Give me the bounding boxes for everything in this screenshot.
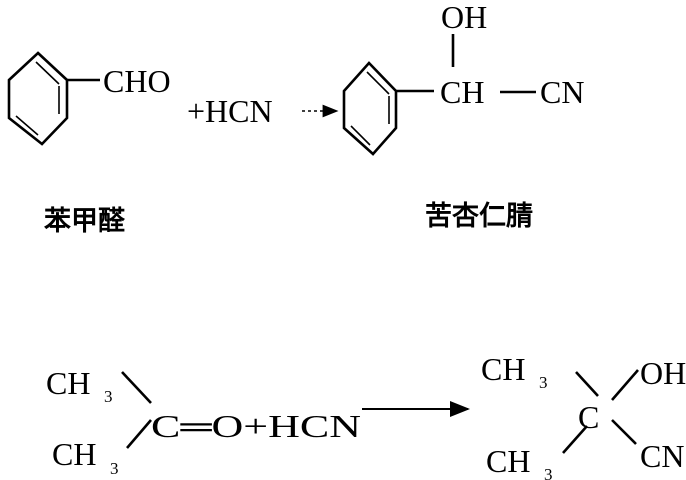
hcn-reagent-label: +HCN: [187, 93, 273, 129]
oh-group-label: OH: [441, 0, 487, 35]
ring-double-bond: [366, 71, 390, 95]
subscript-3: 3: [544, 465, 553, 480]
cn-group-label: CN: [540, 74, 584, 110]
bond: [611, 419, 637, 445]
central-carbon-label: C: [578, 399, 599, 435]
product-name: 苦杏仁腈: [425, 201, 533, 232]
bond: [562, 425, 588, 454]
bond: [611, 369, 639, 401]
aldehyde-group-label: CHO: [103, 63, 171, 99]
reactant-name: 苯甲醛: [43, 206, 126, 237]
subscript-3: 3: [539, 373, 548, 392]
mandelonitrile-structure: CH CN OH: [342, 0, 584, 156]
ring-double-bond: [350, 125, 371, 146]
bond: [126, 419, 152, 449]
ring-double-bond: [15, 115, 39, 136]
bond: [121, 371, 152, 404]
acetone-cyanohydrin-structure: CH 3 C OH CN CH 3: [481, 351, 686, 480]
methyl-label: CH: [46, 365, 90, 401]
methyl-label: CH: [52, 436, 96, 472]
bond: [575, 371, 599, 397]
methyl-label: CH: [481, 351, 525, 387]
oh-group-label: OH: [640, 355, 686, 391]
carbonyl-plus-hcn-label: C═O+HCN: [151, 408, 361, 444]
ch-label: CH: [440, 74, 484, 110]
subscript-3: 3: [104, 387, 113, 406]
acetone-structure: CH 3 CH 3 C═O+HCN: [46, 365, 361, 478]
methyl-label: CH: [486, 443, 530, 479]
benzaldehyde-structure: CHO: [7, 51, 171, 146]
ring-double-bond: [35, 61, 60, 85]
subscript-3: 3: [110, 459, 119, 478]
cn-group-label: CN: [640, 438, 684, 474]
